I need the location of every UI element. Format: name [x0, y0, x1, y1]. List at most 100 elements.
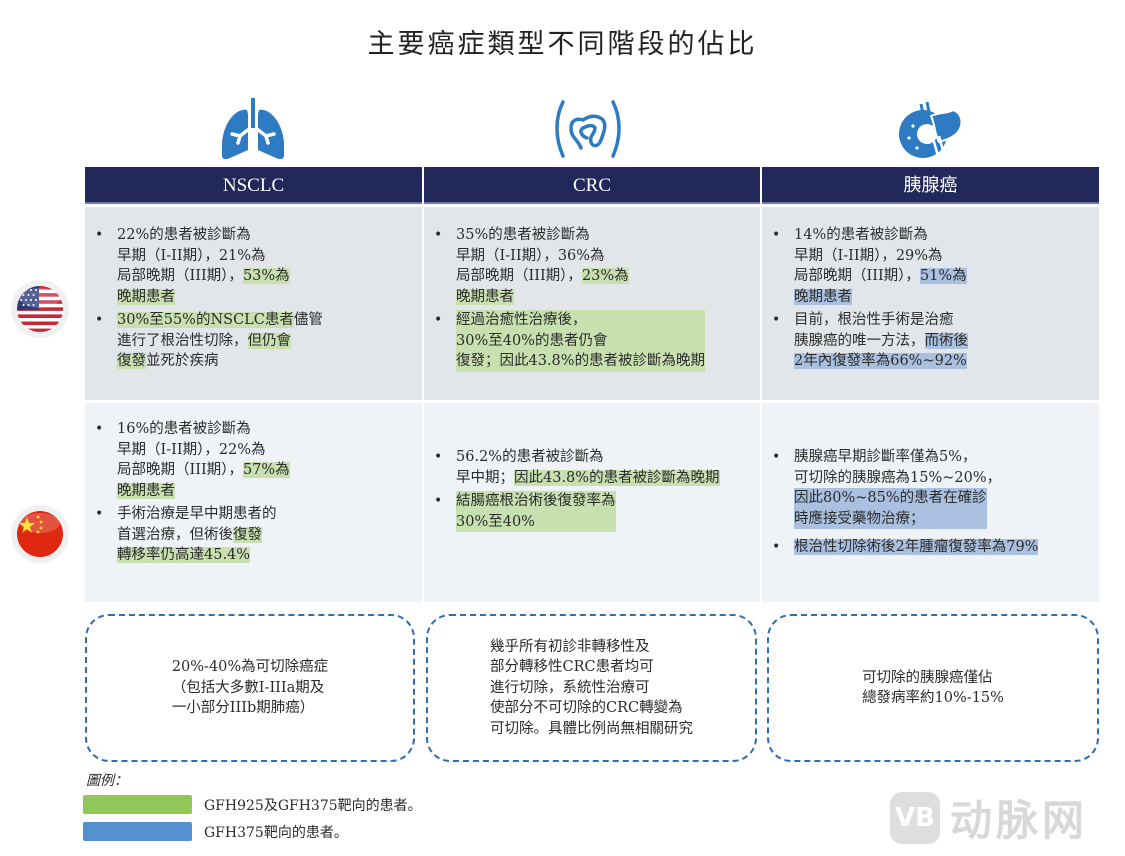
text-line: 首選治療，但術後復發: [117, 526, 262, 543]
text-line: 局部晚期（III期），51%為: [794, 268, 967, 284]
text-line: 35%的患者被診斷為: [456, 227, 590, 243]
us-flag-icon: [12, 281, 68, 337]
text-line: 20%-40%為可切除癌症: [171, 659, 329, 676]
text-line: 可切除的胰腺癌為15%~20%，: [794, 469, 1002, 486]
highlight-green: 57%為: [242, 462, 290, 478]
text-line: 早期（I-II期），29%為: [794, 247, 943, 264]
text-line: 轉移率仍高達45.4%: [117, 545, 416, 566]
text-line: 結腸癌根治術後復發率為: [456, 493, 616, 509]
bullet-item: 結腸癌根治術後復發率為 30%至40%: [434, 491, 754, 532]
text-line: 早期（I-II期），36%為: [456, 247, 605, 264]
text-line: 30%至55%的NSCLC患者儘管: [117, 312, 323, 328]
bullet-item: 14%的患者被診斷為 早期（I-II期），29%為 局部晚期（III期），51%…: [772, 225, 1093, 307]
resectable-text: 可切除的胰腺癌僅佔 總發病率約10%-15%: [862, 668, 1004, 709]
highlight-green: 因此43.8%的患者被診斷為晚期: [514, 469, 720, 486]
bullet-item: 胰腺癌早期診斷率僅為5%， 可切除的胰腺癌為15%~20%， 因此80%~85%…: [772, 447, 1093, 529]
text-line: 可切除的胰腺癌僅佔: [862, 669, 993, 686]
legend-label-green: GFH925及GFH375靶向的患者。: [204, 798, 422, 814]
cell-china-crc: 56.2%的患者被診斷為 早中期；因此43.8%的患者被診斷為晚期 結腸癌根治術…: [424, 403, 760, 602]
column-header-crc: CRC: [424, 167, 760, 204]
text-line: 2年內復發率為66%~92%: [794, 351, 1093, 372]
resectable-text: 幾乎所有初診非轉移性及 部分轉移性CRC患者均可 進行切除，系統性治療可 使部分…: [490, 637, 693, 740]
text-line: 22%的患者被診斷為: [117, 227, 251, 243]
text-line: 進行切除，系統性治療可: [490, 679, 650, 696]
text-line: （包括大多數I-IIIa期及: [171, 679, 325, 696]
bullet-item: 22%的患者被診斷為 早期（I-II期），21%為 局部晚期（III期），53%…: [95, 225, 416, 307]
text-line: 局部晚期（III期），57%為: [117, 462, 290, 478]
text-line: 胰腺癌早期診斷率僅為5%，: [794, 449, 977, 465]
text-line: 幾乎所有初診非轉移性及: [490, 638, 650, 655]
text-line: 總發病率約10%-15%: [862, 690, 1004, 706]
legend-label-blue: GFH375靶向的患者。: [204, 825, 348, 841]
text-line: 晚期患者: [456, 287, 754, 308]
lung-icon: [218, 98, 288, 160]
text-line: 局部晚期（III期），53%為: [117, 268, 290, 284]
highlight-blue: 51%為: [919, 268, 967, 284]
cell-usa-pancreatic: 14%的患者被診斷為 早期（I-II期），29%為 局部晚期（III期），51%…: [762, 207, 1099, 400]
highlight-green: 晚期患者: [117, 482, 175, 499]
text-line: 30%至40%: [456, 513, 535, 530]
text-line: 進行了根治性切除，但仍會: [117, 332, 291, 349]
highlight-blue: 而術後: [924, 332, 968, 349]
text-line: 時應接受藥物治療；: [794, 510, 925, 527]
text-line: 早期（I-II期），21%為: [117, 247, 266, 264]
highlight-green: 23%為: [581, 268, 629, 284]
text-line: 16%的患者被診斷為: [117, 421, 251, 437]
resectable-box-nsclc: 20%-40%為可切除癌症 （包括大多數I-IIIa期及 一小部分IIIb期肺癌…: [85, 614, 415, 762]
watermark-text: 动脉网: [950, 796, 1089, 845]
highlight-green: 復發: [117, 353, 146, 369]
highlight-green: 結腸癌根治術後復發率為 30%至40%: [456, 491, 616, 532]
text-line: 晚期患者: [117, 287, 416, 308]
highlight-blue: 根治性切除術後2年腫瘤復發率為79%: [794, 539, 1039, 555]
resectable-text: 20%-40%為可切除癌症 （包括大多數I-IIIa期及 一小部分IIIb期肺癌…: [172, 657, 328, 719]
china-flag-icon: [12, 506, 68, 562]
highlight-green: 復發: [233, 526, 262, 543]
text-line: 手術治療是早中期患者的: [117, 506, 277, 522]
text-line: 復發；因此43.8%的患者被診斷為晚期: [456, 353, 706, 369]
highlight-green: 轉移率仍高達45.4%: [117, 547, 251, 563]
text-line: 14%的患者被診斷為: [794, 227, 928, 243]
text-line: 復發並死於疾病: [117, 353, 219, 369]
legend-swatch-green: [83, 795, 192, 814]
cell-usa-crc: 35%的患者被診斷為 早期（I-II期），36%為 局部晚期（III期），23%…: [424, 207, 760, 400]
text-line: 可切除。具體比例尚無相關研究: [490, 720, 693, 737]
legend-swatch-blue: [83, 822, 192, 841]
bullet-item: 手術治療是早中期患者的 首選治療，但術後復發 轉移率仍高達45.4%: [95, 504, 416, 566]
colon-icon: [553, 98, 623, 160]
highlight-blue: 2年內復發率為66%~92%: [794, 353, 967, 369]
resectable-box-pancreatic: 可切除的胰腺癌僅佔 總發病率約10%-15%: [767, 614, 1099, 762]
highlight-green: 但仍會: [247, 332, 291, 349]
highlight-green: 30%至55%的NSCLC患者: [117, 312, 294, 328]
bullet-item: 30%至55%的NSCLC患者儘管 進行了根治性切除，但仍會 復發並死於疾病: [95, 310, 416, 372]
bullet-item: 16%的患者被診斷為 早期（I-II期），22%為 局部晚期（III期），57%…: [95, 419, 416, 501]
text-line: 經過治癒性治療後，: [456, 312, 587, 328]
bullet-item: 經過治癒性治療後， 30%至40%的患者仍會 復發；因此43.8%的患者被診斷為…: [434, 310, 754, 372]
column-header-nsclc: NSCLC: [85, 167, 422, 204]
pancreas-icon: [895, 98, 965, 161]
text-line: 因此80%~85%的患者在確診: [794, 490, 987, 506]
text-line: 早期（I-II期），22%為: [117, 441, 266, 458]
bullet-item: 35%的患者被診斷為 早期（I-II期），36%為 局部晚期（III期），23%…: [434, 225, 754, 307]
highlight-green: 晚期患者: [456, 288, 514, 305]
highlight-green: 53%為: [242, 268, 290, 284]
text-line: 一小部分IIIb期肺癌）: [171, 700, 315, 717]
highlight-blue: 因此80%~85%的患者在確診 時應接受藥物治療；: [794, 488, 987, 529]
text-line: 30%至40%的患者仍會: [456, 332, 608, 349]
text-line: 56.2%的患者被診斷為: [456, 449, 604, 465]
text-line: 部分轉移性CRC患者均可: [490, 659, 654, 676]
legend-title: 圖例：: [86, 773, 128, 789]
text-line: 早中期；因此43.8%的患者被診斷為晚期: [456, 469, 720, 486]
watermark-logo-icon: VB: [890, 791, 940, 844]
resectable-box-crc: 幾乎所有初診非轉移性及 部分轉移性CRC患者均可 進行切除，系統性治療可 使部分…: [426, 614, 757, 762]
highlight-blue: 晚期患者: [794, 288, 852, 305]
text-line: 晚期患者: [794, 287, 1093, 308]
cell-usa-nsclc: 22%的患者被診斷為 早期（I-II期），21%為 局部晚期（III期），53%…: [85, 207, 422, 400]
text-line: 根治性切除術後2年腫瘤復發率為79%: [794, 537, 1093, 558]
watermark: VB 动脉网: [890, 787, 1088, 848]
column-header-pancreatic: 胰腺癌: [762, 167, 1099, 204]
highlight-green: 晚期患者: [117, 288, 175, 305]
cell-china-pancreatic: 胰腺癌早期診斷率僅為5%， 可切除的胰腺癌為15%~20%， 因此80%~85%…: [762, 403, 1099, 602]
text-line: 局部晚期（III期），23%為: [456, 268, 629, 284]
cell-china-nsclc: 16%的患者被診斷為 早期（I-II期），22%為 局部晚期（III期），57%…: [85, 403, 422, 602]
page-title: 主要癌症類型不同階段的佔比: [367, 29, 758, 60]
